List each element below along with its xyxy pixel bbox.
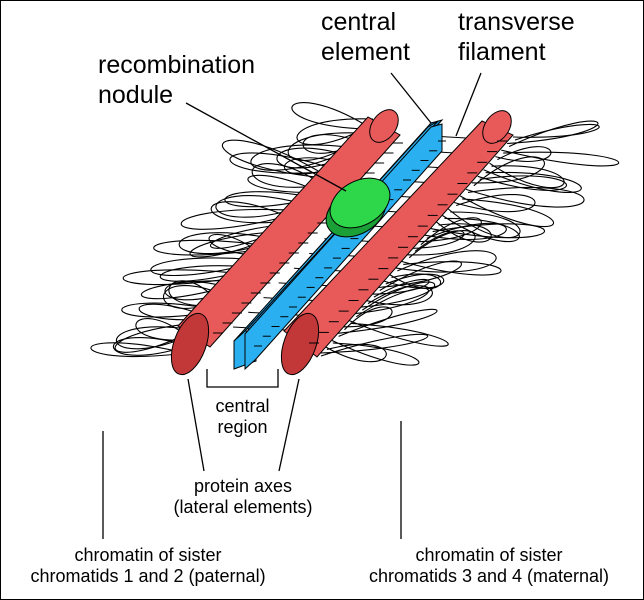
label-chromatin-paternal: chromatin of sister chromatids 1 and 2 (… (3, 545, 293, 587)
chromatin-left-loop (114, 322, 203, 353)
chromatin-left-loop (250, 144, 352, 171)
label-chromatin-paternal-line1: chromatin of sister (74, 545, 222, 565)
chromatin-right-loop (395, 250, 497, 273)
chromatin-left-loop (180, 209, 298, 230)
label-central-region: central region (207, 396, 278, 438)
chromatin-right-loop (477, 175, 567, 191)
lateral-element-left (170, 109, 401, 376)
chromatin-left-loop (210, 201, 292, 224)
chromatin-right-loop (389, 273, 442, 290)
label-protein-axes-line1: protein axes (193, 476, 293, 496)
lateral-element-left-end (170, 312, 210, 376)
chromatin-loops-left (90, 102, 376, 358)
chromatin-left-loop (215, 195, 304, 218)
chromatin-right-loop (330, 339, 420, 366)
label-chromatin-paternal-line2: chromatids 1 and 2 (paternal) (30, 566, 266, 587)
chromatin-right-loop (336, 308, 438, 337)
chromatin-left-loop (115, 326, 197, 350)
chromatin-right-loop (318, 333, 429, 357)
chromatin-left-loop (210, 223, 286, 249)
chromatin-left-loop (302, 134, 358, 154)
chromatin-right-loop (401, 260, 502, 276)
chromatin-left-loop (150, 257, 256, 277)
chromatin-right-loop (489, 162, 565, 189)
chromatin-left-loop (229, 152, 334, 174)
label-recombination-nodule-line2: nodule (98, 80, 174, 109)
label-transverse-filament-line2: filament (458, 37, 546, 66)
chromatin-right-loop (501, 149, 620, 167)
leader-protein-axes-left (187, 378, 205, 472)
chromatin-right-loop (365, 285, 433, 306)
chromatin-right-loop (371, 278, 430, 298)
chromatin-left-loop (90, 342, 179, 358)
chromatin-right-loop (324, 343, 387, 363)
chromatin-loops-right (318, 120, 620, 366)
lateral-element-left-top (369, 109, 399, 143)
label-transverse-filament: transverse filament (458, 8, 575, 67)
chromatin-left-loop (296, 118, 376, 146)
chromatin-left-loop (140, 280, 238, 300)
label-chromatin-maternal-line1: chromatin of sister (415, 545, 563, 565)
chromatin-left-loop (121, 302, 214, 318)
lateral-element-right-top (482, 110, 512, 144)
lateral-element-right-end (280, 312, 320, 376)
chromatin-right-loop (459, 195, 554, 228)
label-recombination-nodule-line1: recombination (98, 51, 256, 79)
label-central-region-line2: region (217, 417, 268, 438)
label-transverse-filament-line1: transverse (458, 8, 575, 36)
chromatin-left-loop (112, 337, 185, 356)
leader-protein-axes-right (278, 378, 300, 472)
chromatin-left-loop (122, 269, 244, 286)
chromatin-right-loop (383, 273, 445, 289)
chromatin-left-loop (224, 191, 310, 208)
label-protein-axes: protein axes (lateral elements) (143, 476, 343, 518)
chromatin-right-loop (483, 169, 582, 193)
leader-lines (102, 72, 482, 539)
chromatin-left-loop (247, 174, 316, 193)
chromatin-left-loop (291, 102, 370, 130)
label-chromatin-maternal: chromatin of sister chromatids 3 and 4 (… (339, 545, 639, 587)
leader-transverse-filament (455, 72, 482, 137)
label-central-region-line1: central (215, 396, 270, 416)
label-central-element-line2: element (321, 37, 410, 66)
central-region-bracket (206, 369, 279, 388)
chromatin-right-loop (436, 221, 492, 243)
chromatin-left-loop (276, 147, 346, 169)
leader-recombination-nodule (185, 102, 347, 192)
chromatin-right-loop (354, 287, 430, 318)
chromatin-right-loop (512, 123, 600, 141)
leader-central-element (390, 72, 432, 124)
chromatin-left-loop (135, 318, 190, 341)
chromatin-right-loop (442, 215, 520, 243)
chromatin-right-loop (413, 230, 465, 252)
chromatin-right-loop (447, 208, 521, 239)
lateral-element-right (280, 110, 514, 376)
chromatin-right-loop (348, 319, 449, 347)
label-central-element-line1: central (321, 8, 397, 36)
label-chromatin-maternal-line2: chromatids 3 and 4 (maternal) (368, 566, 610, 587)
chromatin-left-loop (159, 265, 250, 282)
label-central-element: central element (321, 8, 410, 67)
label-protein-axes-line2: (lateral elements) (173, 497, 313, 518)
chromatin-right-loop (377, 260, 462, 291)
central-element-bar (244, 123, 443, 371)
chromatin-left-loop (283, 157, 340, 175)
chromatin-left-loop (189, 230, 280, 258)
chromatin-right-loop (471, 156, 545, 187)
chromatin-right-loop (407, 230, 476, 259)
label-recombination-nodule: recombination nodule (98, 51, 255, 110)
chromatin-left-loop (287, 132, 364, 161)
